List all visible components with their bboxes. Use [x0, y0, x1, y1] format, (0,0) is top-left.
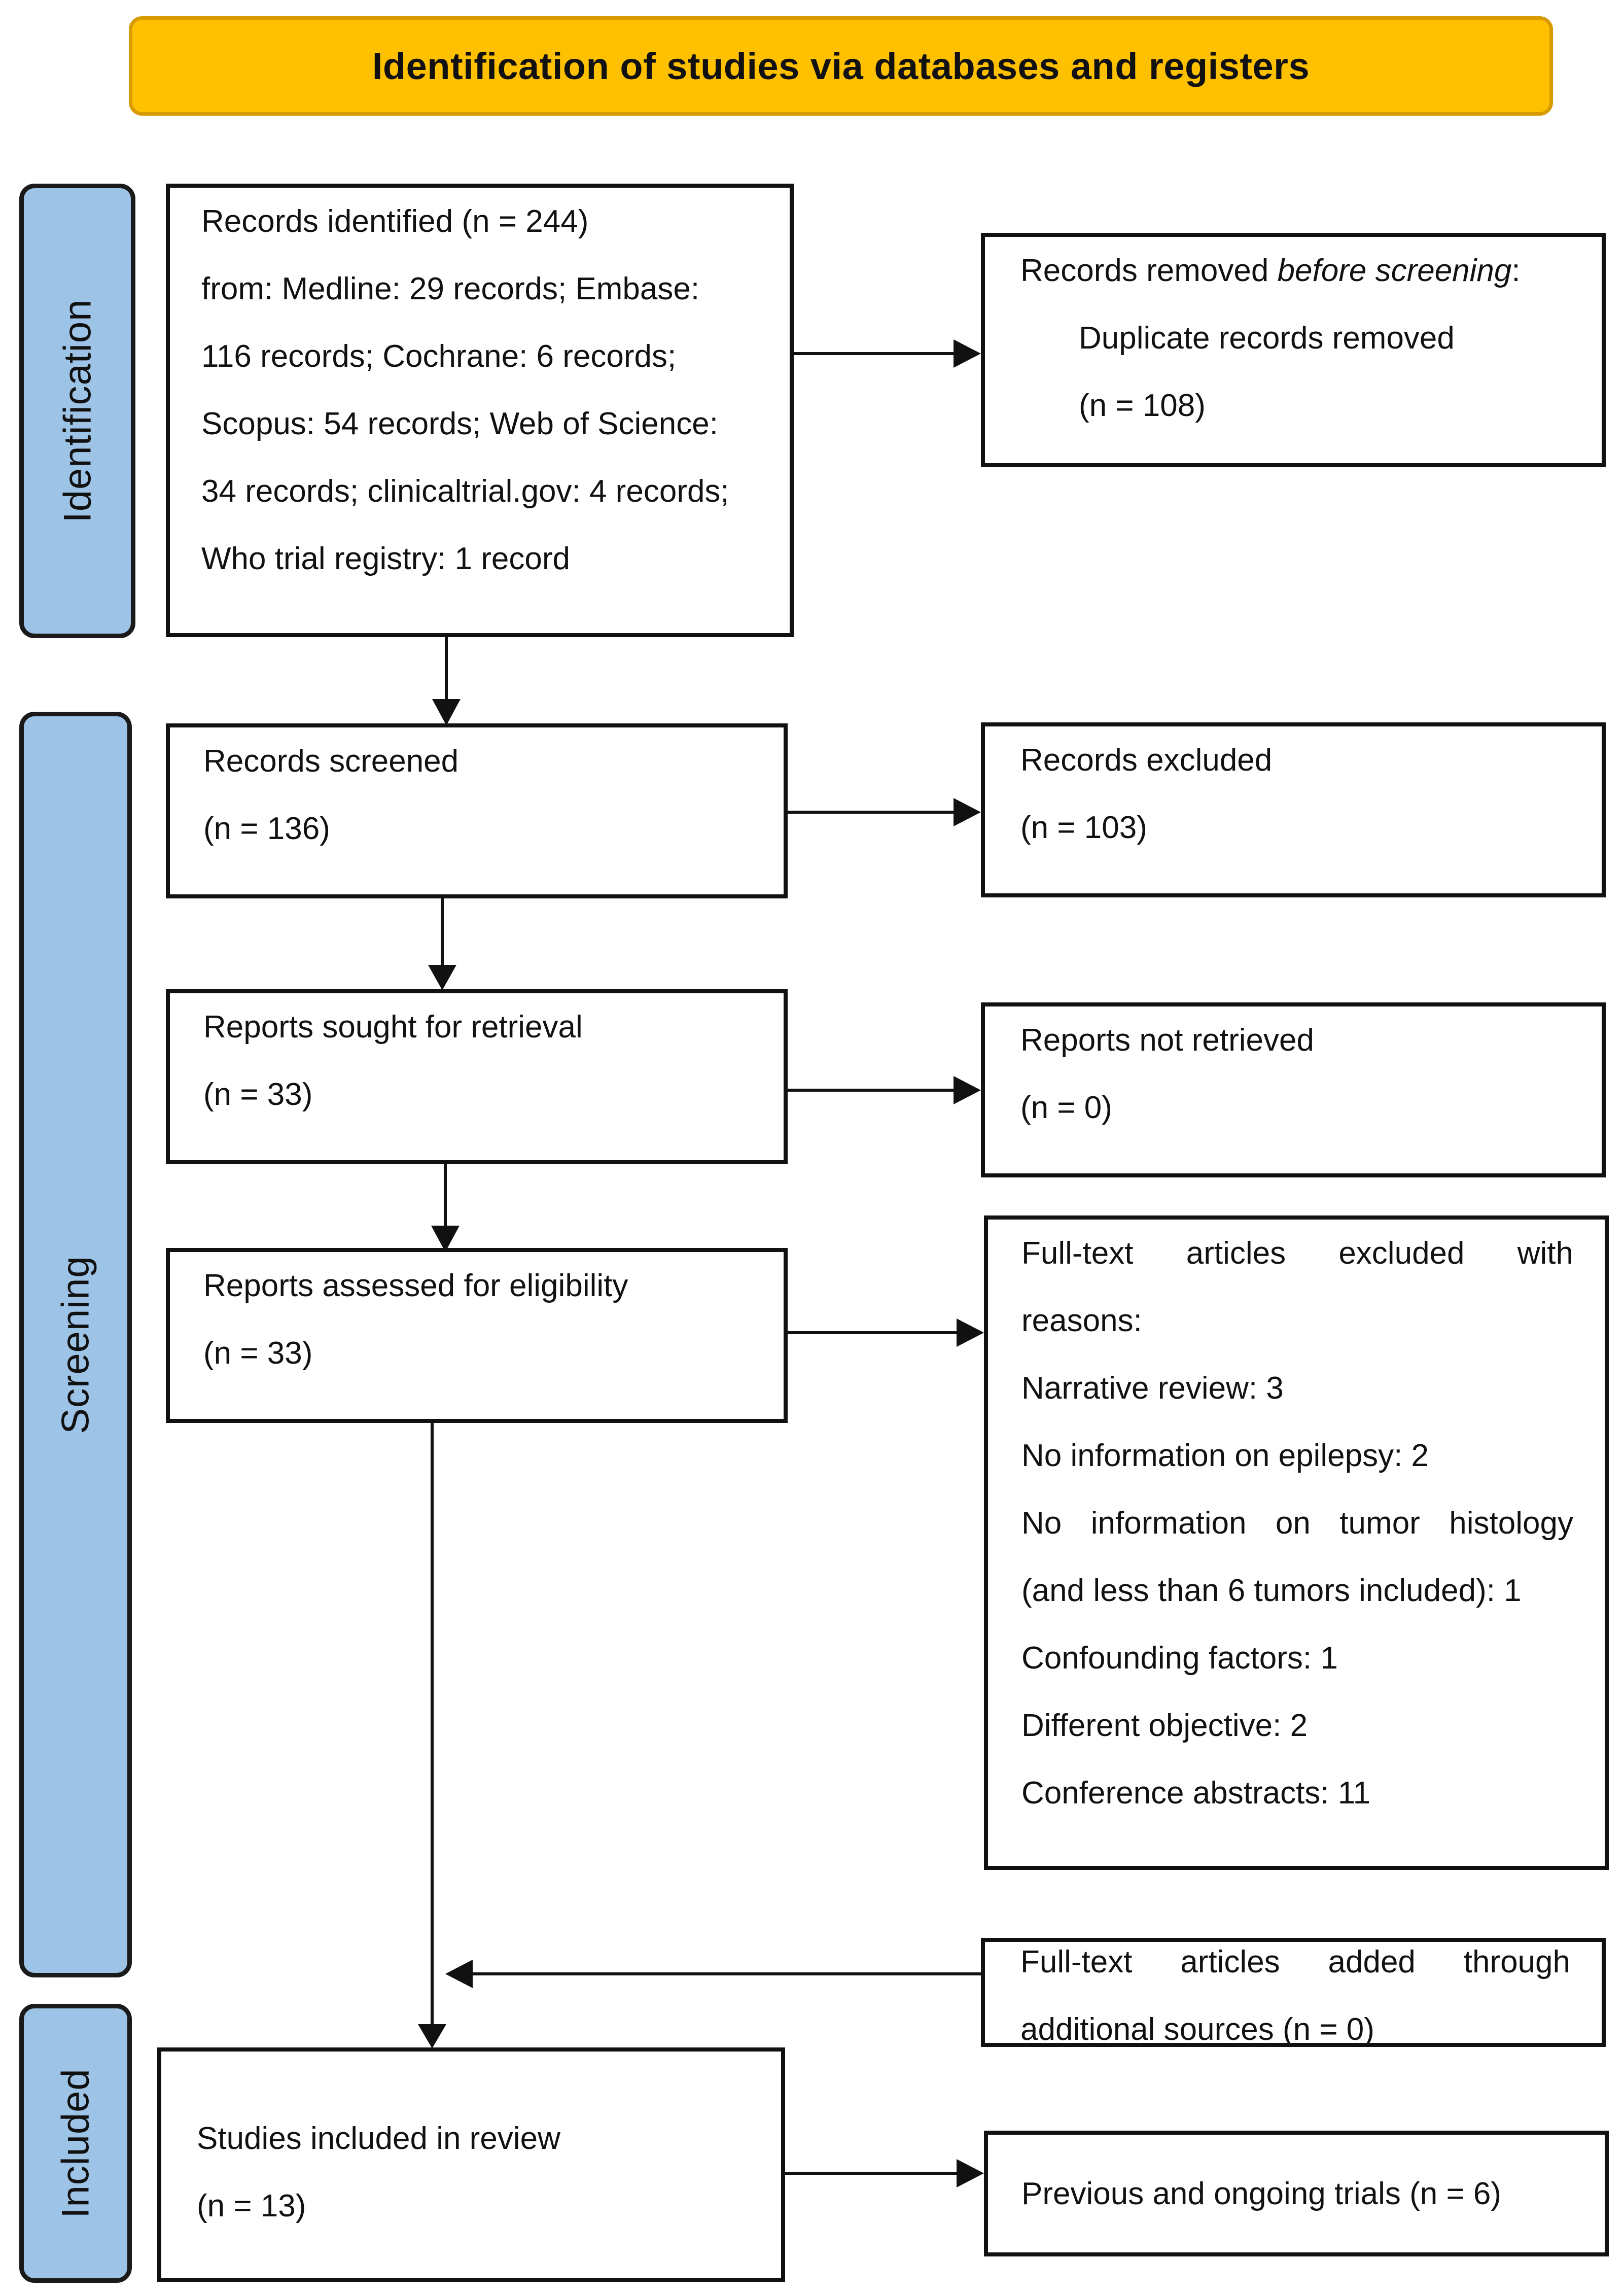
records-removed-box: Records removed before screening: Duplic… [981, 233, 1606, 467]
records-removed-heading: Records removed before screening: [1020, 253, 1521, 288]
studies-included-label: Studies included in review [197, 2121, 560, 2156]
phase-screening: Screening [19, 712, 132, 1977]
arrowhead-left [445, 1960, 473, 1988]
records-excluded-box: Records excluded (n = 103) [981, 722, 1606, 897]
reports-sought-count: (n = 33) [203, 1077, 313, 1112]
records-identified-box: Records identified (n = 244) from: Medli… [166, 184, 794, 637]
studies-included-count: (n = 13) [197, 2188, 306, 2223]
arrowhead-right [954, 1076, 981, 1104]
records-excluded-label: Records excluded [1020, 743, 1273, 778]
reports-sought-box: Reports sought for retrieval (n = 33) [166, 989, 788, 1164]
reports-not-retrieved-box: Reports not retrieved (n = 0) [981, 1002, 1606, 1177]
fulltext-added-box: Full-text articles added through additio… [981, 1938, 1606, 2047]
records-identified-line: 116 records; Cochrane: 6 records; [201, 339, 677, 374]
records-screened-label: Records screened [203, 744, 459, 779]
fulltext-added-line: Full-text articles added through [1020, 1944, 1570, 1979]
phase-identification: Identification [19, 184, 135, 638]
exclusion-reason: Narrative review: 3 [1021, 1371, 1284, 1406]
records-identified-line: from: Medline: 29 records; Embase: [201, 271, 700, 306]
duplicate-records-label: Duplicate records removed [1079, 321, 1455, 356]
header-banner: Identification of studies via databases … [129, 16, 1553, 116]
reports-sought-label: Reports sought for retrieval [203, 1010, 583, 1045]
exclusion-reason: No information on epilepsy: 2 [1021, 1438, 1429, 1473]
records-screened-count: (n = 136) [203, 811, 330, 846]
exclusion-reason: (and less than 6 tumors included): 1 [1021, 1573, 1522, 1608]
arrowhead-right [954, 339, 981, 368]
records-identified-line: 34 records; clinicaltrial.gov: 4 records… [201, 474, 729, 509]
arrowhead-down [418, 2024, 446, 2048]
reports-not-retrieved-count: (n = 0) [1020, 1090, 1112, 1125]
arrowhead-down [428, 965, 456, 990]
exclusion-reason: No information on tumor histology [1021, 1506, 1573, 1541]
arrowhead-down [432, 699, 461, 725]
reports-assessed-label: Reports assessed for eligibility [203, 1268, 628, 1303]
header-title: Identification of studies via databases … [372, 45, 1310, 87]
fulltext-excluded-line: reasons: [1021, 1303, 1142, 1338]
reports-assessed-count: (n = 33) [203, 1336, 313, 1371]
before-screening-emphasis: before screening [1277, 253, 1512, 288]
reports-assessed-box: Reports assessed for eligibility (n = 33… [166, 1248, 788, 1423]
reports-not-retrieved-label: Reports not retrieved [1020, 1023, 1314, 1058]
phase-included: Included [19, 2004, 132, 2283]
fulltext-added-line: additional sources (n = 0) [1020, 2012, 1374, 2047]
fulltext-excluded-line: Full-text articles excluded with [1021, 1236, 1573, 1271]
studies-included-box: Studies included in review (n = 13) [157, 2047, 785, 2282]
records-excluded-count: (n = 103) [1020, 810, 1147, 845]
exclusion-reason: Different objective: 2 [1021, 1708, 1308, 1743]
exclusion-reason: Confounding factors: 1 [1021, 1641, 1338, 1676]
records-screened-box: Records screened (n = 136) [166, 723, 788, 898]
arrowhead-down [431, 1226, 460, 1252]
duplicate-records-count: (n = 108) [1079, 388, 1206, 423]
exclusion-reason: Conference abstracts: 11 [1021, 1776, 1371, 1811]
trials-box: Previous and ongoing trials (n = 6) [984, 2131, 1609, 2256]
arrowhead-right [954, 798, 981, 826]
trials-label: Previous and ongoing trials (n = 6) [1021, 2176, 1502, 2211]
records-identified-line: Records identified (n = 244) [201, 204, 589, 239]
records-identified-line: Scopus: 54 records; Web of Science: [201, 406, 718, 441]
arrowhead-right [957, 2159, 984, 2187]
records-identified-line: Who trial registry: 1 record [201, 541, 570, 576]
arrowhead-right [957, 1318, 984, 1347]
fulltext-excluded-box: Full-text articles excluded with reasons… [984, 1215, 1609, 1870]
